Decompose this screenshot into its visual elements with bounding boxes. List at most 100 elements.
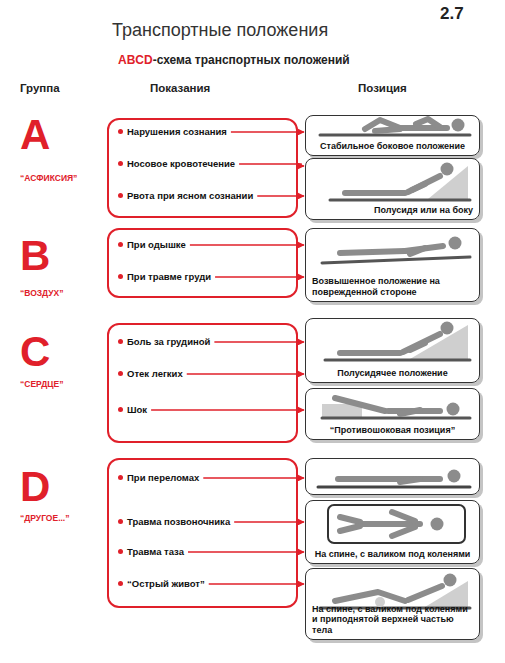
arrow-connector [214,341,304,343]
patient-figure [340,350,400,356]
patient-figure [403,334,440,352]
arrow-connector [187,373,304,375]
position-box: Возвышенное положение на поврежденной ст… [305,228,480,302]
patient-figure [416,119,440,127]
indication-item: Рвота при ясном сознании [117,190,253,201]
indication-item: Травма таза [117,546,184,557]
position-box: На спине, с валиком под коленями [305,500,480,564]
group-heading: A“АСФИКСИЯ” [20,120,110,216]
arrow-connector [209,583,304,585]
patient-figure [408,176,440,192]
indication-text: При травме груди [127,271,211,282]
indication-text: Травма позвоночника [127,516,230,527]
patient-head [431,518,444,531]
group-box: C“СЕРДЦЕ”Боль за грудинойОтек легкихШок [107,323,298,443]
group-box: D“ДРУГОЕ...”При переломахТравма позвоноч… [107,458,298,608]
indication-item: При переломах [117,472,199,483]
arrow-connector [151,409,304,411]
indication-item: Нарушения сознания [117,126,227,137]
patient-figure [392,527,415,536]
position-box: Полусидячее положение [305,318,480,383]
position-caption: Стабильное боковое положение [312,141,473,152]
group-letter: C [20,329,50,375]
indication-item: При травме груди [117,271,211,282]
ground-bar [330,199,470,202]
ground-bar [322,417,470,420]
patient-figure [340,526,360,531]
arrow-connector [231,131,304,133]
indication-text: Шок [127,404,147,415]
group-box: B“ВОЗДУХ”При одышкеПри травме груди [107,228,298,298]
indication-text: Боль за грудиной [127,336,210,347]
patient-figure [338,476,440,482]
position-caption: Полусидя или на боку [312,205,473,216]
indication-text: Отек легких [127,368,183,379]
group-name: “СЕРДЦЕ” [20,380,63,389]
indication-item: При одышке [117,239,186,250]
group-heading: B “ВОЗДУХ” [20,230,110,296]
ground-bar [318,486,470,489]
group-name: “ВОЗДУХ” [20,289,63,298]
arrow-connector [190,244,304,246]
patient-figure [340,251,405,253]
arrow-connector [239,164,304,166]
position-box [305,458,480,495]
indication-text: При одышке [127,239,186,250]
patient-head [452,119,465,132]
group-heading: C “СЕРДЦЕ” [20,325,110,441]
patient-figure [340,517,360,522]
group-letter: B [20,233,50,279]
indication-text: Рвота при ясном сознании [127,190,253,201]
position-caption: На спине, с валиком под коленями и припо… [312,604,473,636]
patient-head [444,574,457,587]
position-box: Стабильное боковое положение [305,115,480,156]
page-number: 2.7 [440,4,464,24]
patient-head [447,403,460,416]
indication-item: Боль за грудиной [117,336,210,347]
position-box: Полусидя или на боку [305,158,480,220]
group-name: “ДРУГОЕ...” [20,514,69,523]
indication-item: Шок [117,404,147,415]
subtitle-accent: ABCD [118,53,153,67]
group-letter: D [20,464,50,510]
patient-head [448,470,461,483]
group-letter: A [20,112,50,158]
patient-figure [392,512,415,521]
patient-figure [400,410,420,414]
column-header: Показания [150,82,210,94]
ground-bar [322,257,470,263]
patient-figure [375,129,400,131]
indication-item: Носовое кровотечение [117,158,235,169]
indication-text: Нарушения сознания [127,126,227,137]
arrow-connector [215,276,304,278]
arrow-connector [188,551,304,553]
position-caption: На спине, с валиком под коленями [312,549,473,560]
arrow-connector [203,477,304,479]
patient-figure [335,398,385,411]
ground-bar [325,359,470,362]
patient-head [441,322,454,335]
indication-text: “Острый живот” [127,578,205,589]
position-box: На спине, с валиком под коленями и припо… [305,568,480,640]
position-box: “Противошоковая позиция” [305,388,480,440]
indication-item: “Острый живот” [117,578,205,589]
indication-text: Травма таза [127,546,184,557]
position-caption: “Противошоковая позиция” [312,425,473,436]
group-name: “АСФИКСИЯ” [20,174,77,183]
indication-text: При переломах [127,472,199,483]
patient-figure [345,190,405,196]
title: Транспортные положения [112,20,328,41]
column-header: Группа [20,82,60,94]
patient-figure [412,184,425,190]
indication-text: Носовое кровотечение [127,158,235,169]
arrow-connector [234,521,304,523]
patient-head [441,163,454,176]
patient-figure [388,408,440,414]
position-caption: Полусидячее положение [312,368,473,379]
patient-head [449,237,462,250]
patient-figure [410,343,425,350]
indication-item: Отек легких [117,368,183,379]
patient-figure [400,479,420,482]
group-box: A“АСФИКСИЯ”Нарушения сознанияНосовое кро… [107,118,298,218]
